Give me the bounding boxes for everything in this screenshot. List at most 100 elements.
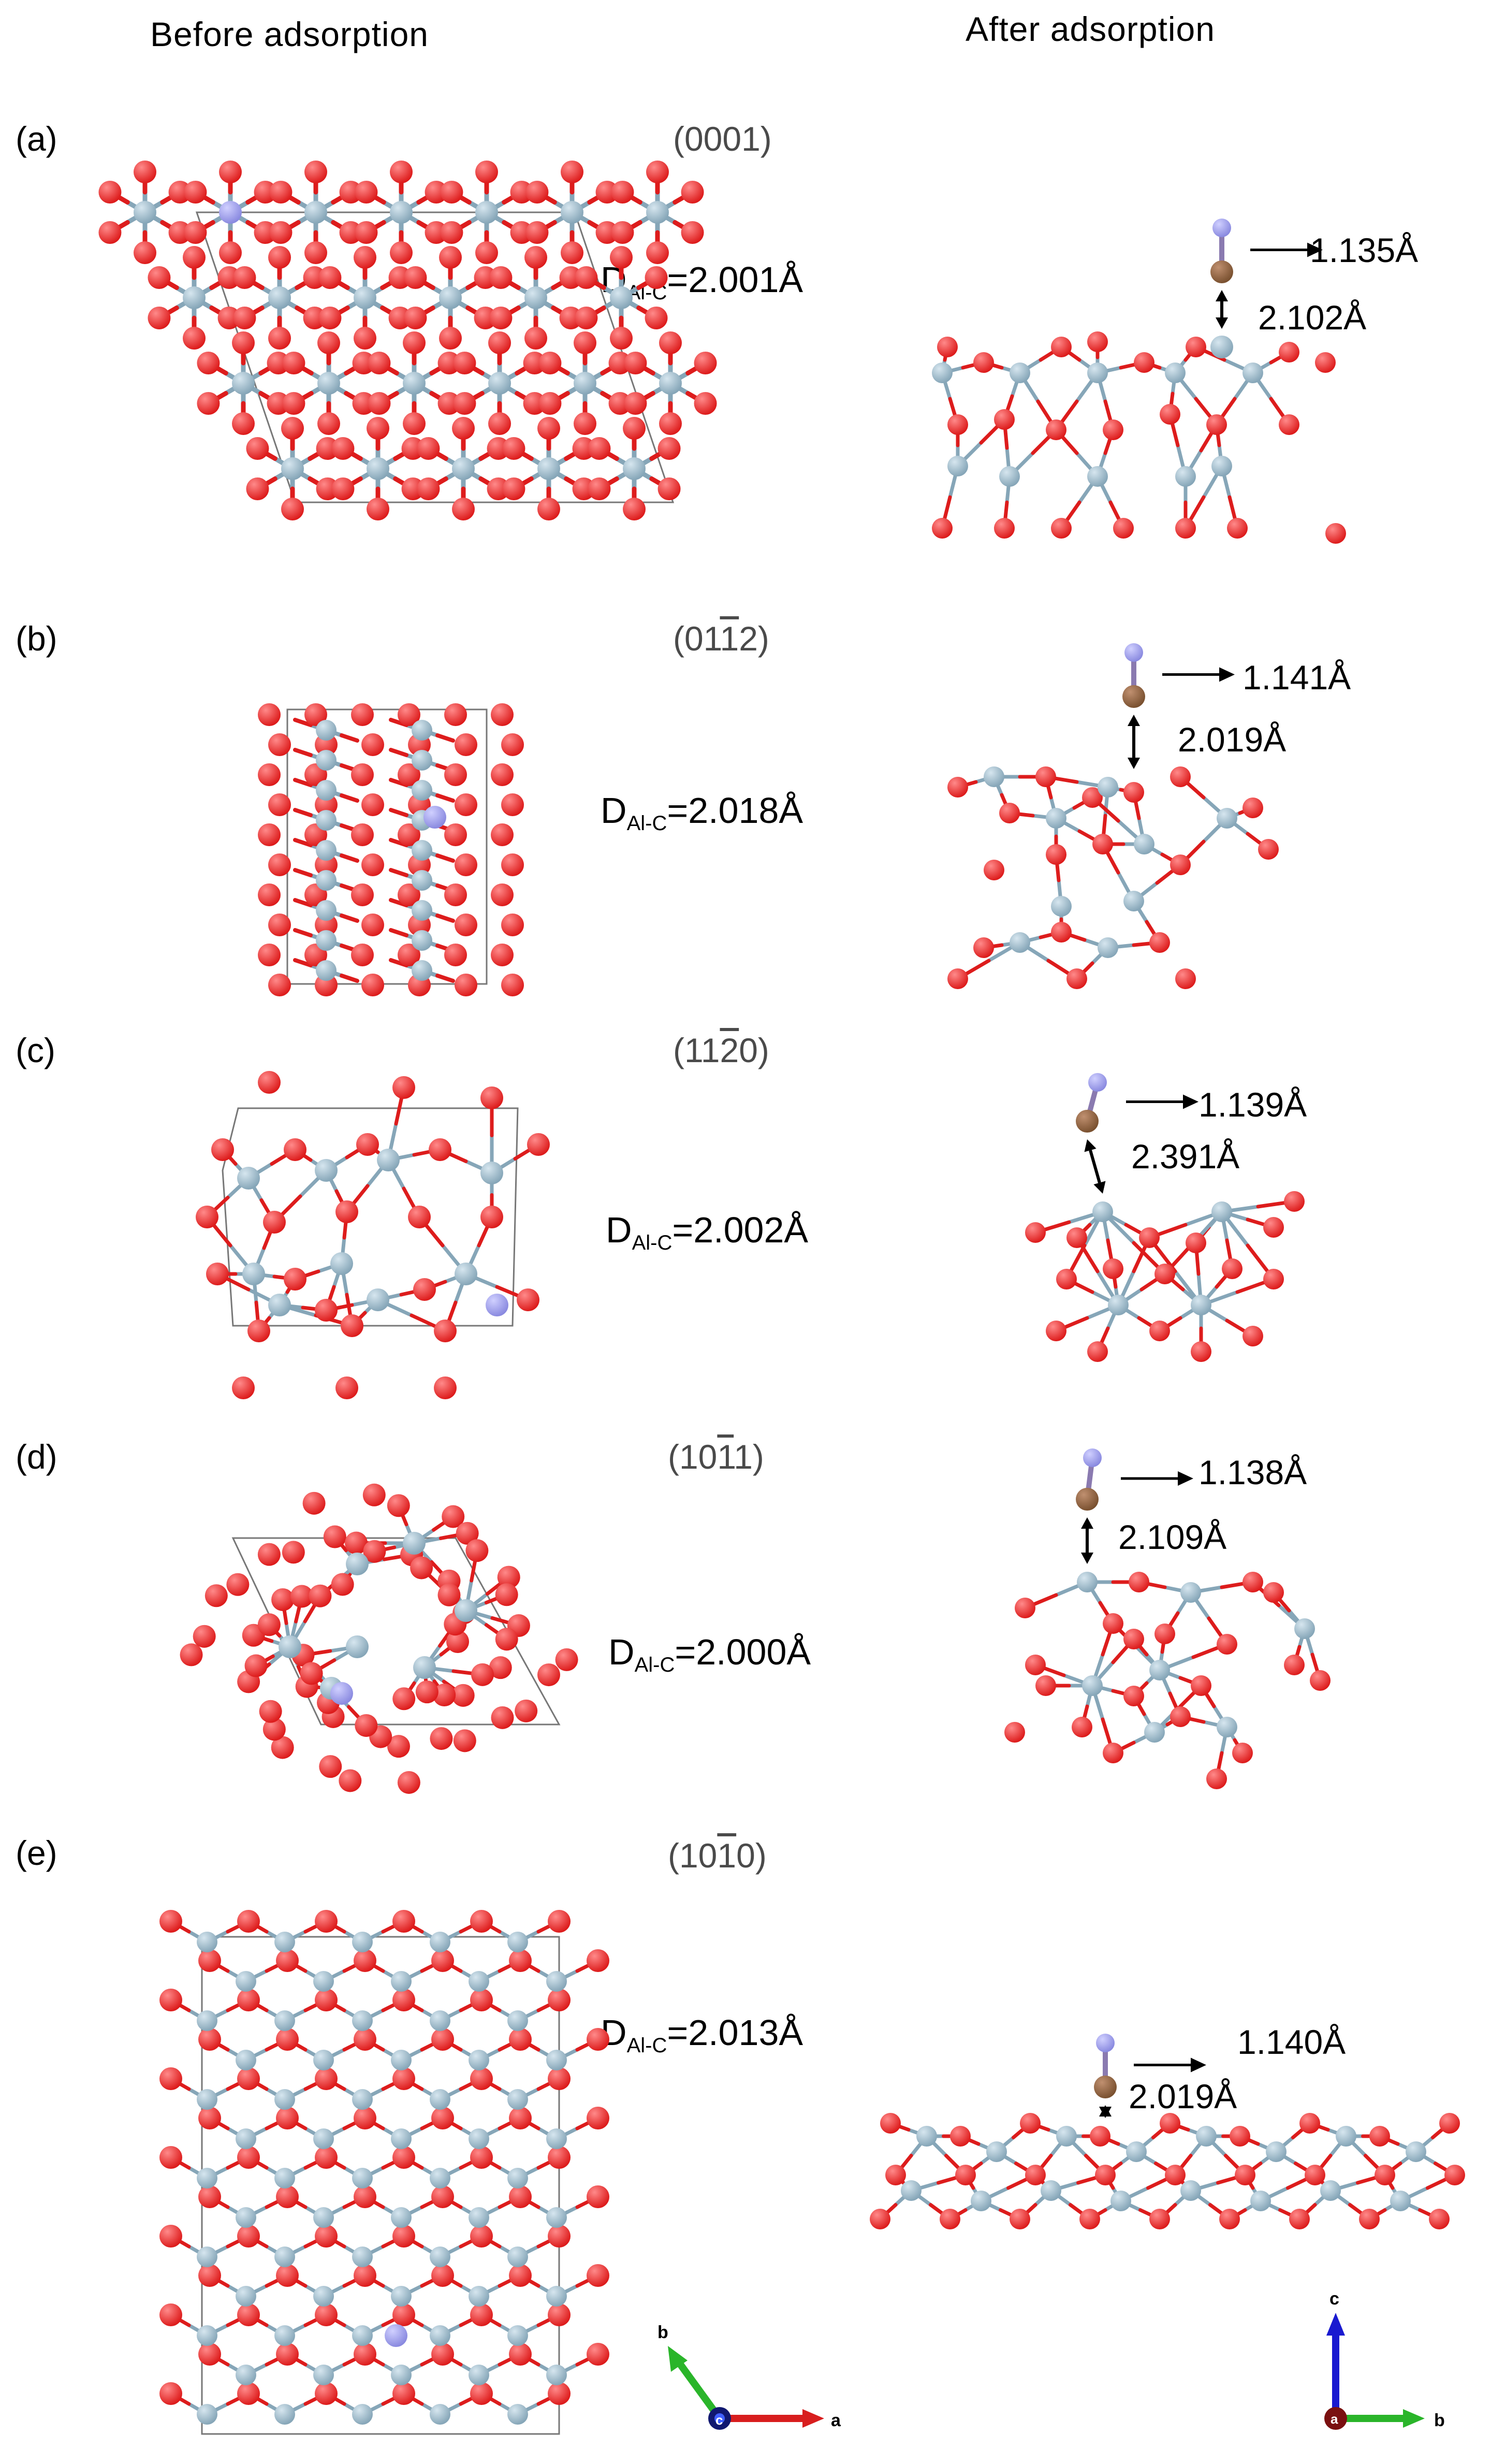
oxygen-atom [392, 1989, 415, 2011]
oxygen-atom [356, 1133, 379, 1156]
oxygen-atom [624, 352, 647, 374]
nitrogen-atom-b [1124, 643, 1143, 662]
oxygen-atom [455, 733, 477, 756]
oxygen-atom [197, 392, 220, 415]
aluminum-atom [1110, 2191, 1131, 2211]
aluminum-atom [574, 372, 596, 395]
aluminum-atom [390, 201, 413, 224]
oxygen-atom [276, 1949, 299, 1972]
aluminum-atom [237, 1167, 260, 1190]
aluminum-atom [1144, 1722, 1165, 1743]
aluminum-atom [546, 2365, 567, 2385]
aluminum-atom [1041, 2180, 1061, 2201]
oxygen-atom [315, 2146, 338, 2169]
structure-c-before [196, 1071, 550, 1399]
oxygen-atom [999, 803, 1020, 823]
oxygen-atom [1235, 2165, 1255, 2185]
oxygen-atom [509, 2264, 532, 2287]
oxygen-atom [610, 327, 633, 350]
aluminum-atom [313, 2286, 334, 2307]
aluminum-atom [352, 2010, 373, 2031]
oxygen-atom [367, 417, 389, 440]
oxygen-atom [159, 2382, 182, 2405]
aluminum-atom [475, 201, 498, 224]
panel-label-a: (a) [16, 120, 57, 158]
oxygen-atom [257, 1543, 281, 1566]
aluminum-atom [469, 2207, 489, 2228]
oxygen-atom [440, 181, 463, 204]
oxygen-atom [351, 944, 374, 966]
oxygen-atom [417, 477, 440, 500]
oxygen-atom [276, 2028, 299, 2051]
oxygen-atom [184, 181, 207, 204]
oxygen-atom [433, 1684, 456, 1707]
oxygen-atom [361, 974, 384, 996]
oxygen-atom [495, 1583, 518, 1606]
oxygen-atom [268, 327, 291, 350]
oxygen-atom [587, 2028, 609, 2051]
oxygen-atom [973, 352, 994, 373]
oxygen-atom [315, 2225, 338, 2248]
oxygen-atom [623, 498, 646, 520]
oxygen-atom [587, 2185, 609, 2208]
oxygen-atom [480, 1086, 503, 1109]
nitrogen-atom-e [1096, 2034, 1115, 2052]
oxygen-atom [355, 181, 378, 204]
aluminum-atom [1294, 1618, 1315, 1639]
oxygen-atom [1258, 839, 1279, 860]
oxygen-atom [517, 1288, 539, 1311]
oxygen-atom [392, 2303, 415, 2326]
aluminum-atom [346, 1553, 369, 1575]
oxygen-atom [548, 2067, 571, 2090]
oxygen-atom [1170, 854, 1191, 875]
aluminum-atom [932, 363, 953, 383]
oxygen-atom [276, 2107, 299, 2129]
aluminum-atom [916, 2126, 937, 2147]
oxygen-atom [439, 327, 462, 350]
oxygen-atom [341, 1314, 363, 1337]
aluminum-atom [232, 372, 255, 395]
oxygen-atom [1230, 2126, 1250, 2147]
dopant-atom [486, 1294, 508, 1316]
aluminum-atom [1266, 2141, 1287, 2162]
aluminum-atom [412, 840, 432, 861]
aluminum-atom [377, 1149, 400, 1171]
aluminum-atom [242, 1263, 265, 1285]
unit-cell-d [231, 1537, 561, 1726]
aluminum-atom [1087, 466, 1108, 487]
aluminum-atom [236, 2286, 256, 2307]
oxygen-atom [1242, 798, 1263, 818]
structure-a-after [932, 219, 1346, 544]
panel-label-e: (e) [16, 1834, 57, 1872]
oxygen-atom [509, 1949, 532, 1972]
oxygen-atom [300, 1662, 323, 1685]
oxygen-atom [489, 1656, 512, 1679]
al-c-distance-arrow-d [1081, 1517, 1093, 1564]
oxygen-atom [1149, 932, 1170, 953]
aluminum-atom [1087, 363, 1108, 383]
oxygen-atom [502, 437, 525, 460]
aluminum-atom [313, 2050, 334, 2070]
aluminum-atom [367, 1288, 389, 1311]
aluminum-atom [317, 372, 340, 395]
oxygen-atom [1217, 1634, 1237, 1655]
oxygen-atom [355, 1714, 378, 1737]
cn-bond-arrow-e [1134, 2057, 1206, 2072]
oxygen-atom [947, 414, 968, 435]
aluminum-atom [316, 900, 337, 921]
oxygen-atom [282, 352, 305, 374]
oxygen-atom [398, 944, 420, 966]
oxygen-atom [1186, 1233, 1206, 1253]
oxygen-atom [417, 437, 440, 460]
aluminum-atom [1320, 2180, 1341, 2201]
oxygen-atom [947, 777, 968, 798]
oxygen-atom [1087, 1341, 1108, 1362]
oxygen-atom [1092, 834, 1113, 854]
oxygen-atom [268, 733, 291, 756]
oxygen-atom [1279, 414, 1299, 435]
oxygen-atom [1123, 1629, 1144, 1649]
aluminum-atom [469, 2286, 489, 2307]
aluminum-atom [610, 286, 633, 309]
nitrogen-atom-d [1083, 1448, 1102, 1467]
oxygen-atom [587, 2107, 609, 2129]
